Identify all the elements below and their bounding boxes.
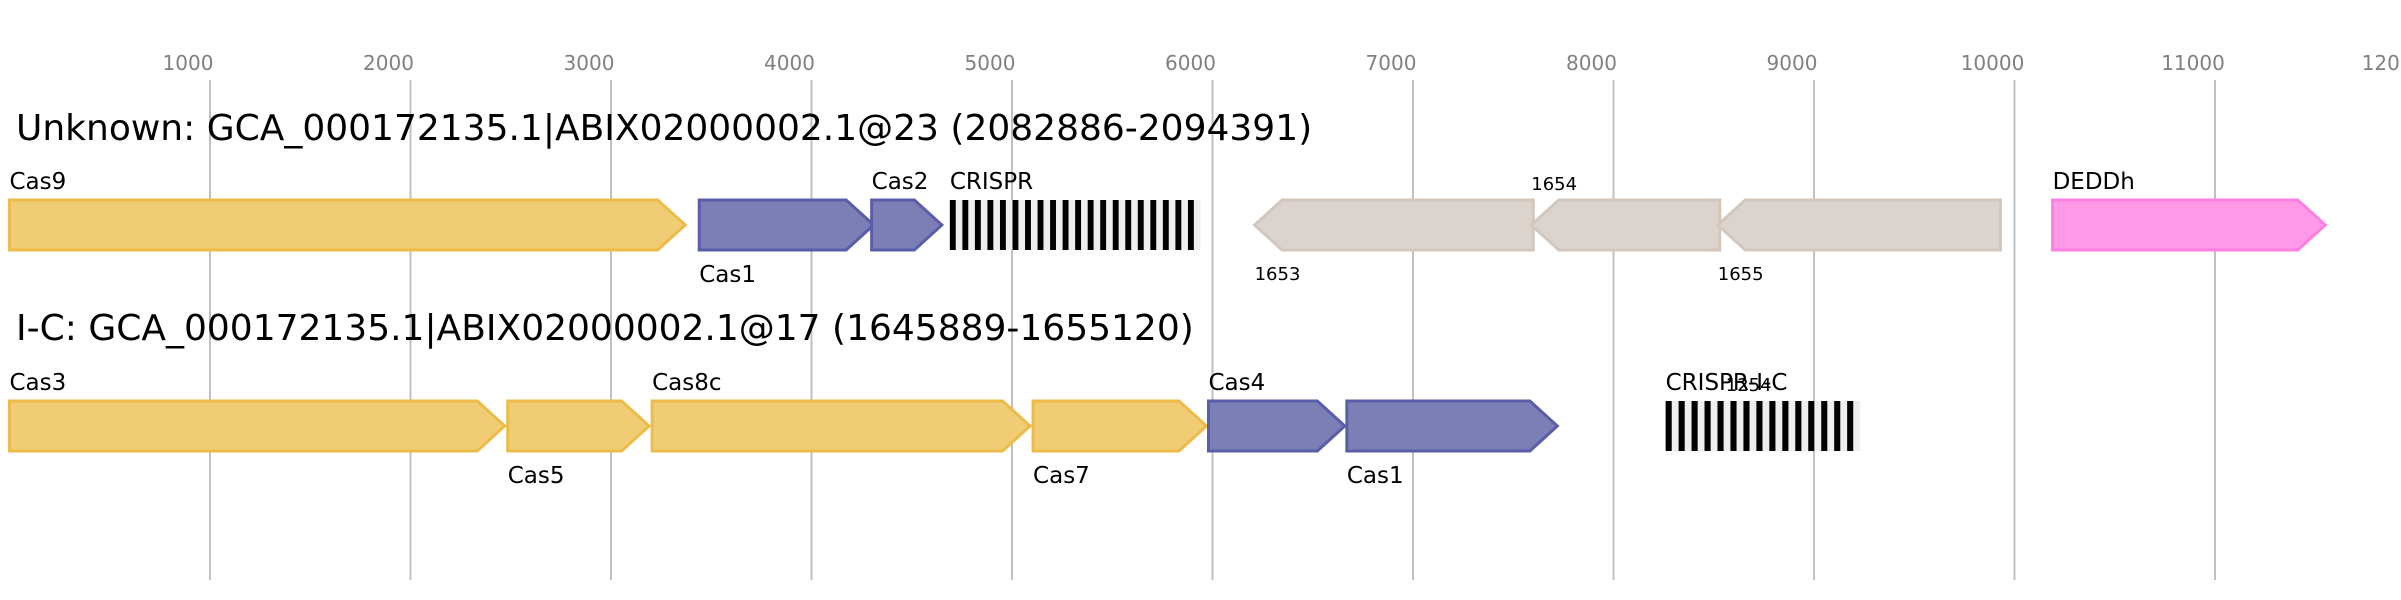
locus-1: Unknown: GCA_000172135.1|ABIX02000002.1@… xyxy=(8,108,2328,288)
crispr-repeat xyxy=(1037,200,1044,250)
feature-label: Cas9 xyxy=(10,169,67,195)
crispr-repeat xyxy=(1795,401,1802,451)
feature-1654[interactable]: 1654 xyxy=(1529,174,1722,252)
crispr-array[interactable] xyxy=(1665,401,1861,451)
feature-label: Cas3 xyxy=(10,370,67,396)
locus-2: I-C: GCA_000172135.1|ABIX02000002.1@17 (… xyxy=(8,308,1861,489)
gene-arrow[interactable] xyxy=(650,399,1033,453)
crispr-repeat xyxy=(1678,401,1685,451)
crispr-repeat xyxy=(1125,200,1132,250)
crispr-repeat xyxy=(1769,401,1776,451)
feature-crispr[interactable]: CRISPR xyxy=(949,169,1201,250)
crispr-repeat xyxy=(1756,401,1763,451)
feature-cas7[interactable]: Cas7 xyxy=(1031,399,1209,489)
feature-label: Cas1 xyxy=(1347,463,1404,489)
feature-label: 1655 xyxy=(1718,264,1764,285)
gene-arrow[interactable] xyxy=(1345,399,1560,453)
locus-title: I-C: GCA_000172135.1|ABIX02000002.1@17 (… xyxy=(16,308,1194,349)
crispr-repeat xyxy=(974,200,981,250)
locus-title: Unknown: GCA_000172135.1|ABIX02000002.1@… xyxy=(16,108,1312,149)
feature-label: CRISPR-I-C xyxy=(1666,370,1788,396)
feature-cas5[interactable]: Cas5 xyxy=(506,399,652,489)
tick-label: 7000 xyxy=(1366,51,1417,75)
feature-1655[interactable]: 1655 xyxy=(1715,198,2002,285)
crispr-repeat xyxy=(1704,401,1711,451)
crispr-repeat xyxy=(1112,200,1119,250)
gene-arrow[interactable] xyxy=(506,399,652,453)
tick-label: 8000 xyxy=(1566,51,1617,75)
feature-1254[interactable]: 1254 xyxy=(1726,375,1772,396)
tick-label: 11000 xyxy=(2161,51,2225,75)
crispr-repeat xyxy=(1087,200,1094,250)
gene-arrow[interactable] xyxy=(8,198,688,252)
gene-arrow[interactable] xyxy=(1031,399,1209,453)
crispr-repeat xyxy=(1808,401,1815,451)
crispr-repeat xyxy=(1717,401,1724,451)
feature-crispr-i-c[interactable]: CRISPR-I-C xyxy=(1665,370,1861,451)
feature-label: Cas2 xyxy=(872,169,929,195)
crispr-repeat xyxy=(1821,401,1828,451)
gene-arrow[interactable] xyxy=(1206,399,1348,453)
gene-arrow[interactable] xyxy=(1252,198,1535,252)
loci: Unknown: GCA_000172135.1|ABIX02000002.1@… xyxy=(8,108,2328,489)
tick-label: 3000 xyxy=(564,51,615,75)
feature-cas9[interactable]: Cas9 xyxy=(8,169,688,252)
crispr-repeat xyxy=(1100,200,1107,250)
feature-deddh[interactable]: DEDDh xyxy=(2051,169,2328,252)
crispr-repeat xyxy=(962,200,969,250)
tick-label: 12000 xyxy=(2362,51,2401,75)
crispr-repeat xyxy=(1050,200,1056,250)
crispr-repeat xyxy=(949,200,956,250)
feature-cas2[interactable]: Cas2 xyxy=(870,169,945,252)
crispr-repeat xyxy=(1691,401,1698,451)
crispr-repeat xyxy=(1162,200,1169,250)
feature-label: 1254 xyxy=(1726,375,1772,396)
feature-1653[interactable]: 1653 xyxy=(1252,198,1535,285)
feature-cas3[interactable]: Cas3 xyxy=(8,370,507,453)
crispr-repeat xyxy=(987,200,994,250)
crispr-repeat xyxy=(1150,200,1157,250)
feature-cas1[interactable]: Cas1 xyxy=(697,198,876,288)
tick-label: 1000 xyxy=(163,51,214,75)
feature-label: Cas8c xyxy=(652,370,721,396)
feature-label: 1653 xyxy=(1255,264,1301,285)
crispr-repeat xyxy=(999,200,1006,250)
tick-label: 2000 xyxy=(363,51,414,75)
crispr-repeat xyxy=(1062,200,1069,250)
crispr-repeat xyxy=(1175,200,1182,250)
feature-label: Cas4 xyxy=(1208,370,1265,396)
gene-arrow[interactable] xyxy=(870,198,945,252)
feature-label: DEDDh xyxy=(2053,169,2135,195)
tick-label: 9000 xyxy=(1767,51,1818,75)
tick-label: 10000 xyxy=(1961,51,2025,75)
crispr-repeat xyxy=(1187,200,1194,250)
tick-label: 6000 xyxy=(1165,51,1216,75)
feature-label: Cas5 xyxy=(508,463,565,489)
crispr-repeat xyxy=(1025,200,1031,250)
feature-label: CRISPR xyxy=(950,169,1033,195)
crispr-repeat xyxy=(1743,401,1750,451)
feature-cas4[interactable]: Cas4 xyxy=(1206,370,1348,453)
crispr-repeat xyxy=(1782,401,1789,451)
gene-arrow[interactable] xyxy=(8,399,507,453)
feature-label: 1654 xyxy=(1531,174,1577,195)
gene-arrow[interactable] xyxy=(697,198,876,252)
gene-arrow[interactable] xyxy=(2051,198,2328,252)
crispr-repeat xyxy=(1834,401,1841,451)
feature-label: Cas1 xyxy=(699,262,756,288)
tick-label: 4000 xyxy=(764,51,815,75)
feature-label: Cas7 xyxy=(1033,463,1090,489)
crispr-repeat xyxy=(1075,200,1082,250)
gene-arrow[interactable] xyxy=(1715,198,2002,252)
gene-arrow[interactable] xyxy=(1529,198,1722,252)
crispr-repeat xyxy=(1847,401,1854,451)
crispr-repeat xyxy=(1730,401,1737,451)
crispr-repeat xyxy=(1012,200,1019,250)
feature-cas1[interactable]: Cas1 xyxy=(1345,399,1560,489)
feature-cas8c[interactable]: Cas8c xyxy=(650,370,1033,453)
crispr-repeat xyxy=(1137,200,1144,250)
crispr-repeat xyxy=(1665,401,1672,451)
axis-grid: 1000 2000 3000 4000 5000 6000 7000 8000 9000 1000… xyxy=(163,51,2401,580)
tick-label: 5000 xyxy=(965,51,1016,75)
